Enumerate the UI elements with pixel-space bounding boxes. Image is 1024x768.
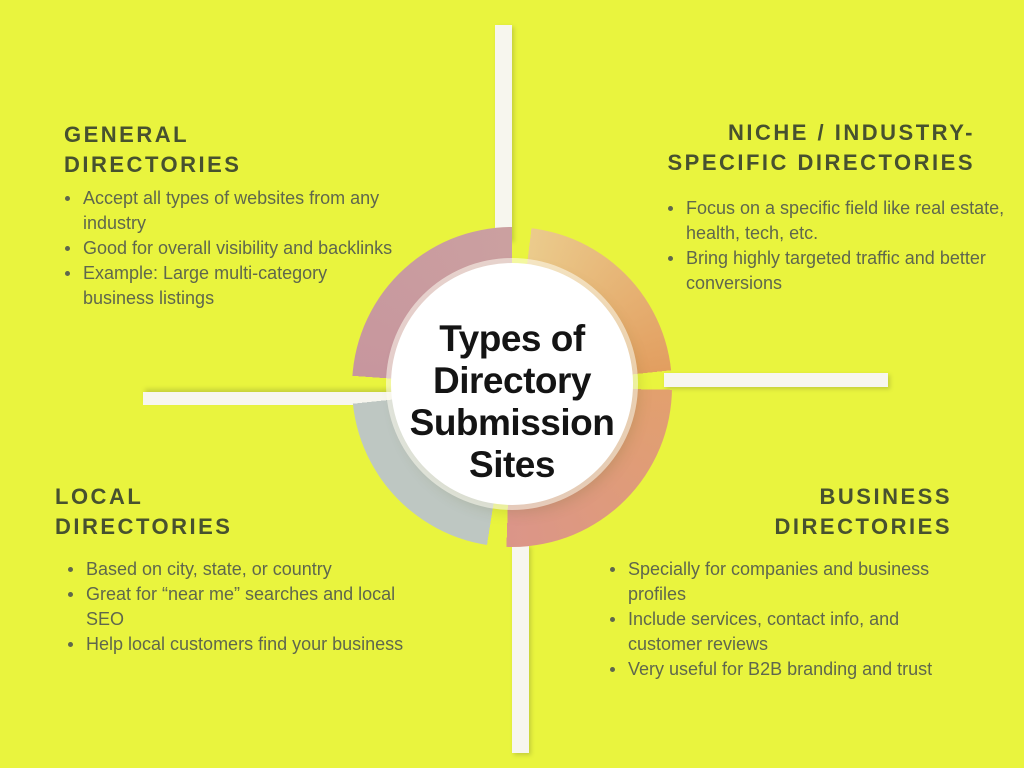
list-item: Based on city, state, or country <box>65 557 431 582</box>
bullet-dot <box>610 617 615 622</box>
list-item-text: Specially for companies and business pro… <box>628 559 930 604</box>
list-item-text: Good for overall visibility and backlink… <box>83 238 393 258</box>
list-item: Example: Large multi-category business l… <box>62 261 393 311</box>
bullet-dot <box>68 567 73 572</box>
heading-line: DIRECTORIES <box>64 152 242 177</box>
heading-line: BUSINESS <box>819 484 952 509</box>
bullet-dot <box>68 592 73 597</box>
list-item-text: Great for “near me” searches and local S… <box>86 584 396 629</box>
heading-line: GENERAL <box>64 122 190 147</box>
diagram-title-line: Submission <box>409 402 615 443</box>
general-directories-heading: GENERAL DIRECTORIES <box>64 120 241 180</box>
list-item-text: Accept all types of websites from any in… <box>83 188 380 233</box>
business-directories-heading: BUSINESS DIRECTORIES <box>775 482 952 542</box>
diagram-title-line: Sites <box>469 444 555 485</box>
list-item-text: Based on city, state, or country <box>86 559 332 579</box>
heading-line: NICHE / INDUSTRY- <box>727 120 975 145</box>
list-item: Accept all types of websites from any in… <box>62 186 393 236</box>
list-item-text: Focus on a specific field like real esta… <box>686 198 1005 243</box>
diagram-title-line: Types of <box>439 318 585 359</box>
cross-line-bottom <box>512 545 529 753</box>
list-item: Very useful for B2B branding and trust <box>607 657 946 682</box>
list-item: Help local customers find your business <box>65 632 431 657</box>
cross-line-right <box>664 373 888 387</box>
list-item: Great for “near me” searches and local S… <box>65 582 431 632</box>
bullet-dot <box>668 256 673 261</box>
list-item: Include services, contact info, and cust… <box>607 607 946 657</box>
list-item-text: Bring highly targeted traffic and better… <box>686 248 986 293</box>
cross-line-top <box>495 25 512 240</box>
bullet-dot <box>65 196 70 201</box>
heading-line: DIRECTORIES <box>774 514 952 539</box>
local-directories-heading: LOCAL DIRECTORIES <box>55 482 232 542</box>
diagram-title-line: Directory <box>433 360 591 401</box>
local-directories-list: Based on city, state, or country Great f… <box>65 557 431 657</box>
bullet-dot <box>68 642 73 647</box>
bullet-dot <box>610 567 615 572</box>
heading-line: SPECIFIC DIRECTORIES <box>667 150 975 175</box>
diagram-title: Types of Directory Submission Sites <box>391 318 633 486</box>
business-directories-list: Specially for companies and business pro… <box>607 557 946 682</box>
niche-directories-list: Focus on a specific field like real esta… <box>665 196 1006 296</box>
list-item: Bring highly targeted traffic and better… <box>665 246 1006 296</box>
niche-directories-heading: NICHE / INDUSTRY- SPECIFIC DIRECTORIES <box>667 118 975 178</box>
list-item-text: Example: Large multi-category business l… <box>83 263 328 308</box>
heading-line: DIRECTORIES <box>55 514 233 539</box>
bullet-dot <box>65 246 70 251</box>
list-item-text: Include services, contact info, and cust… <box>628 609 900 654</box>
heading-line: LOCAL <box>55 484 144 509</box>
list-item-text: Very useful for B2B branding and trust <box>628 659 933 679</box>
bullet-dot <box>65 271 70 276</box>
list-item: Specially for companies and business pro… <box>607 557 946 607</box>
cross-line-left <box>143 392 392 405</box>
center-circle: Types of Directory Submission Sites <box>391 263 633 505</box>
list-item: Focus on a specific field like real esta… <box>665 196 1006 246</box>
bullet-dot <box>668 206 673 211</box>
bullet-dot <box>610 667 615 672</box>
general-directories-list: Accept all types of websites from any in… <box>62 186 393 311</box>
list-item-text: Help local customers find your business <box>86 634 404 654</box>
list-item: Good for overall visibility and backlink… <box>62 236 393 261</box>
